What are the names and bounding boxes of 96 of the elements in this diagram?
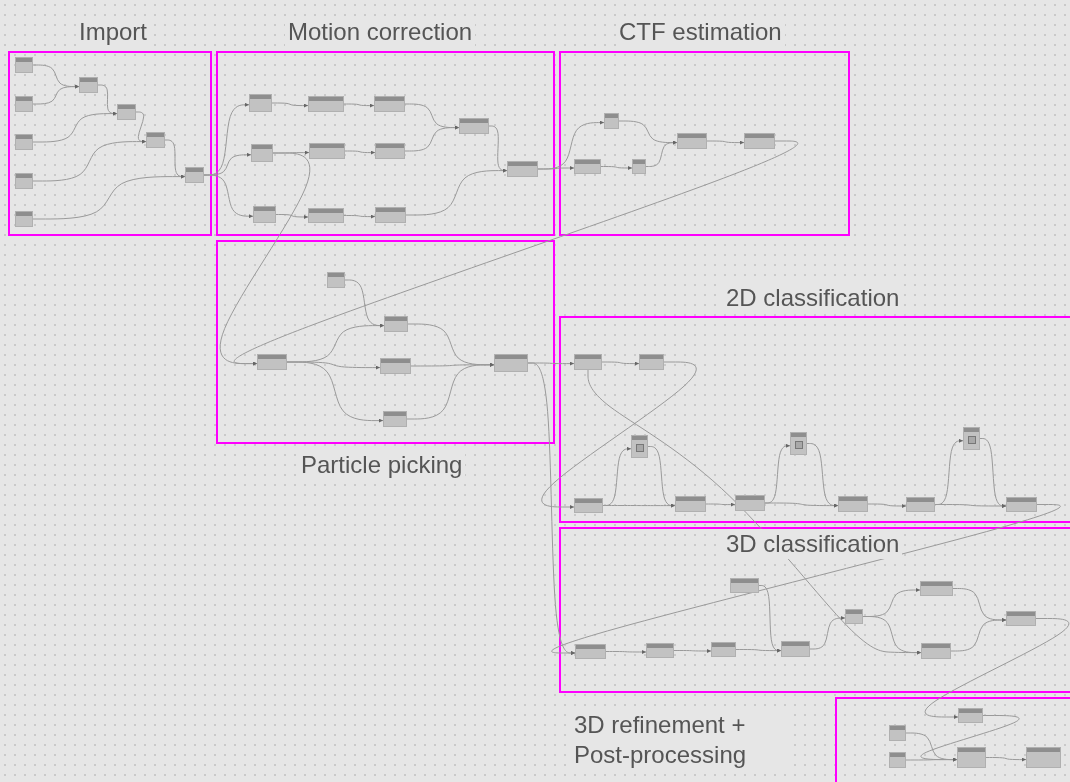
connector-arrow <box>950 618 1007 652</box>
connector-arrow <box>286 361 384 423</box>
process-box <box>958 708 983 723</box>
connector-arrow <box>979 438 1007 508</box>
connector-arrow <box>405 168 508 216</box>
connector-arrow <box>924 618 1070 719</box>
process-box <box>646 643 674 658</box>
process-box <box>374 96 405 112</box>
connector-arrow <box>905 757 958 762</box>
connector-arrow <box>219 152 311 366</box>
process-box <box>459 118 489 134</box>
process-box <box>957 747 986 768</box>
connector-arrow <box>404 125 460 152</box>
connector-arrow <box>705 502 736 507</box>
process-box <box>146 132 165 148</box>
connector-arrow <box>32 84 80 105</box>
process-box <box>308 208 344 223</box>
connector-arrow <box>541 361 697 509</box>
process-box <box>79 77 98 93</box>
process-box <box>117 104 136 120</box>
connector-arrow <box>271 102 309 108</box>
process-box <box>380 358 411 374</box>
connector-arrow <box>706 140 745 145</box>
process-box <box>1006 611 1036 626</box>
process-box <box>15 57 33 73</box>
process-box <box>308 96 344 112</box>
connector-arrow <box>343 103 375 108</box>
process-box <box>257 354 287 370</box>
process-box <box>253 206 276 223</box>
process-box <box>781 641 810 657</box>
connector-arrow <box>673 649 712 653</box>
process-box <box>1026 747 1061 768</box>
connector-arrow <box>32 111 118 143</box>
connector-arrow <box>601 361 640 366</box>
connector-arrow <box>32 139 147 182</box>
process-box <box>251 144 273 162</box>
connector-arrow <box>985 757 1027 762</box>
group-title: 3D classification <box>723 529 903 559</box>
connector-arrow <box>758 585 782 653</box>
connector-arrow <box>647 446 676 508</box>
process-box <box>790 432 807 455</box>
process-box <box>889 752 906 768</box>
process-box <box>15 134 33 150</box>
connector-arrow <box>806 443 839 508</box>
process-box <box>15 96 33 112</box>
process-box <box>375 207 406 223</box>
connector-arrow <box>920 715 1020 762</box>
process-box <box>963 427 980 450</box>
connector-arrow <box>809 616 846 650</box>
process-box <box>906 497 935 512</box>
process-box <box>383 411 407 427</box>
process-box <box>574 498 603 513</box>
process-box <box>574 159 601 174</box>
process-box <box>711 642 736 657</box>
process-box <box>845 609 863 624</box>
connector-arrow <box>135 111 147 144</box>
process-box <box>327 272 345 288</box>
process-box <box>494 354 528 372</box>
connector-arrow <box>645 140 678 167</box>
connector-arrow <box>551 504 1061 655</box>
process-box <box>249 94 272 112</box>
process-box <box>744 133 775 149</box>
process-box <box>920 581 953 596</box>
connector-arrow <box>203 174 254 219</box>
process-box <box>575 644 606 659</box>
process-box <box>677 133 707 149</box>
process-box <box>15 211 33 227</box>
connector-arrow <box>867 503 907 508</box>
process-box <box>631 435 648 458</box>
process-box <box>735 495 765 511</box>
process-box <box>309 143 345 159</box>
process-box <box>384 316 408 332</box>
connector-arrow <box>537 166 575 170</box>
connector-arrow <box>406 362 495 420</box>
process-box <box>889 725 906 741</box>
process-box <box>632 159 646 174</box>
process-box <box>507 161 538 177</box>
process-box <box>730 578 759 593</box>
connector-arrow <box>275 214 309 219</box>
process-box <box>639 354 664 370</box>
process-box <box>1006 497 1037 512</box>
group-frame <box>559 527 1070 693</box>
process-box <box>375 143 405 159</box>
connector-arrow <box>600 166 633 170</box>
process-box <box>838 496 868 512</box>
process-box <box>574 354 602 370</box>
connector-arrow <box>344 150 376 155</box>
process-box <box>921 643 951 659</box>
process-box <box>604 113 619 129</box>
connector-arrow <box>605 650 647 654</box>
connector-arrow <box>32 174 186 220</box>
process-box <box>675 496 706 512</box>
process-box <box>185 167 204 183</box>
process-box <box>15 173 33 189</box>
connector-arrow <box>343 214 376 219</box>
connector-arrow <box>764 443 791 504</box>
